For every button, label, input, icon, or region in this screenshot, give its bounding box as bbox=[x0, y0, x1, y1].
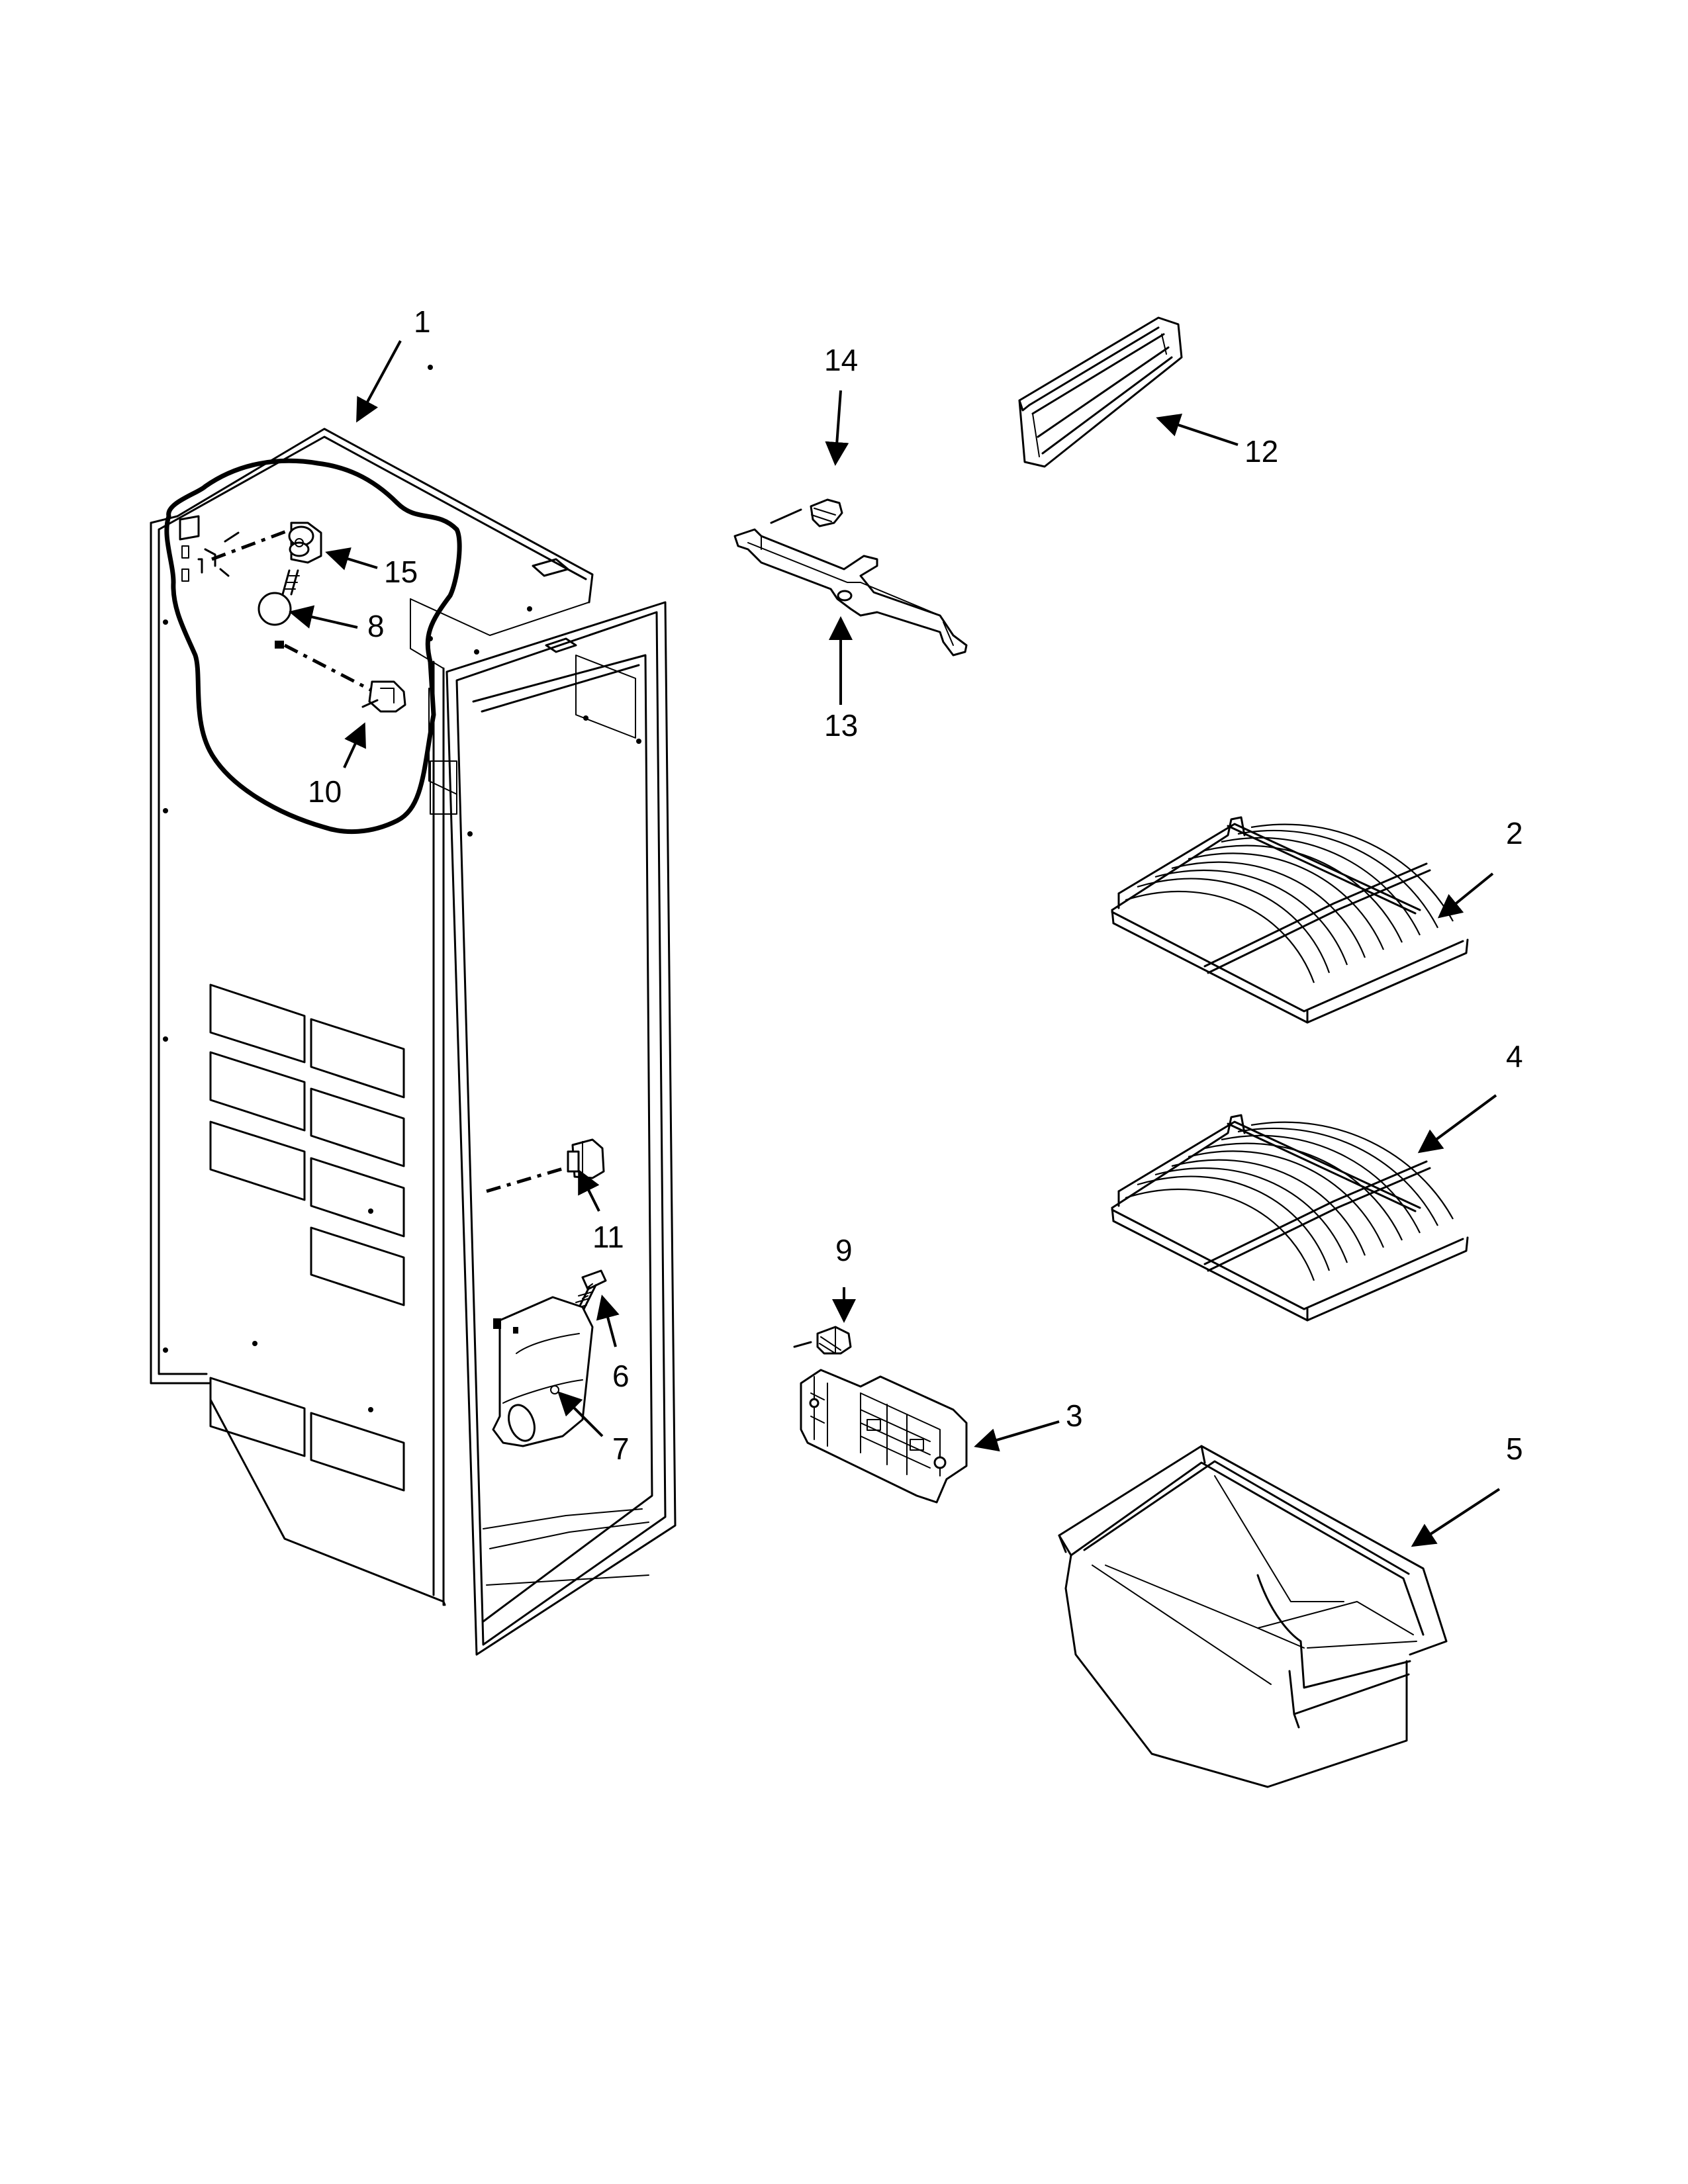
callout-2: 2 bbox=[1506, 816, 1523, 850]
shelf-rail-3 bbox=[800, 1369, 968, 1504]
lamp-cover-7 bbox=[492, 1296, 594, 1447]
arrow-14 bbox=[825, 390, 849, 466]
callout-11: 11 bbox=[592, 1220, 624, 1254]
arrow-6 bbox=[596, 1295, 620, 1347]
callout-10: 10 bbox=[308, 774, 342, 809]
arrow-8 bbox=[289, 605, 358, 629]
arrow-10 bbox=[343, 722, 366, 768]
arrow-7 bbox=[557, 1391, 604, 1437]
callout-7: 7 bbox=[612, 1432, 630, 1466]
rear-panel-12 bbox=[1018, 316, 1183, 468]
callout-arrows bbox=[289, 340, 1501, 1547]
callout-3: 3 bbox=[1066, 1398, 1083, 1433]
screw-14 bbox=[810, 498, 843, 527]
arrow-2 bbox=[1437, 872, 1494, 919]
freezer-liner bbox=[150, 365, 677, 1656]
callout-14: 14 bbox=[824, 343, 858, 377]
screw-9 bbox=[793, 1326, 852, 1355]
callout-13: 13 bbox=[824, 708, 858, 743]
callout-9: 9 bbox=[835, 1233, 853, 1267]
callout-4: 4 bbox=[1506, 1039, 1523, 1073]
arrow-5 bbox=[1411, 1488, 1501, 1547]
wire-shelf-2 bbox=[1111, 816, 1469, 1024]
callout-8: 8 bbox=[367, 609, 385, 643]
callout-6: 6 bbox=[612, 1359, 630, 1393]
wire-shelf-4 bbox=[1111, 1114, 1469, 1322]
arrow-11 bbox=[578, 1169, 600, 1212]
lamp-socket-15 bbox=[211, 522, 322, 564]
bracket-13 bbox=[733, 508, 968, 657]
callout-12: 12 bbox=[1244, 434, 1278, 469]
callout-15: 15 bbox=[384, 555, 418, 589]
arrow-4 bbox=[1417, 1094, 1497, 1154]
arrow-3 bbox=[974, 1420, 1060, 1452]
arrow-1 bbox=[356, 340, 402, 423]
storage-bin-5 bbox=[1058, 1445, 1448, 1788]
light-shield-10 bbox=[275, 641, 406, 713]
callout-1: 1 bbox=[414, 304, 431, 339]
light-bulb-8 bbox=[258, 569, 300, 626]
arrow-15 bbox=[325, 547, 378, 570]
callout-5: 5 bbox=[1506, 1432, 1523, 1466]
callout-labels: 1 2 3 4 5 6 7 8 9 10 11 12 13 14 15 bbox=[308, 304, 1523, 1466]
arrow-12 bbox=[1156, 414, 1239, 446]
